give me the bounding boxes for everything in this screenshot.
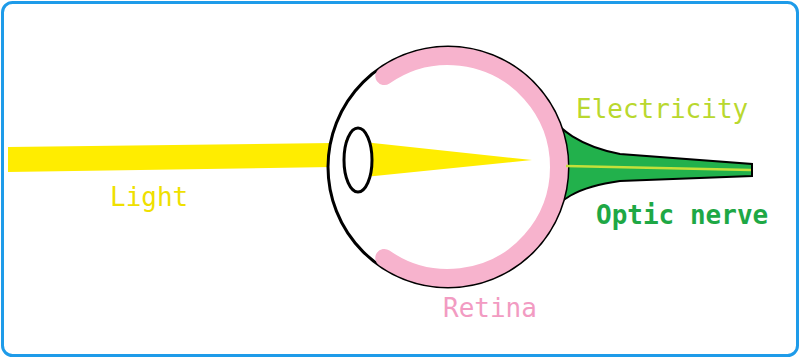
electricity-label: Electricity [576,94,748,124]
light-label: Light [110,182,188,212]
eyeball [328,47,568,287]
lens [344,128,372,192]
signal-line [566,166,751,170]
optic-nerve-label: Optic nerve [596,200,768,230]
light-beam [8,143,332,172]
retina-label: Retina [443,293,537,323]
frame-border [3,3,798,356]
